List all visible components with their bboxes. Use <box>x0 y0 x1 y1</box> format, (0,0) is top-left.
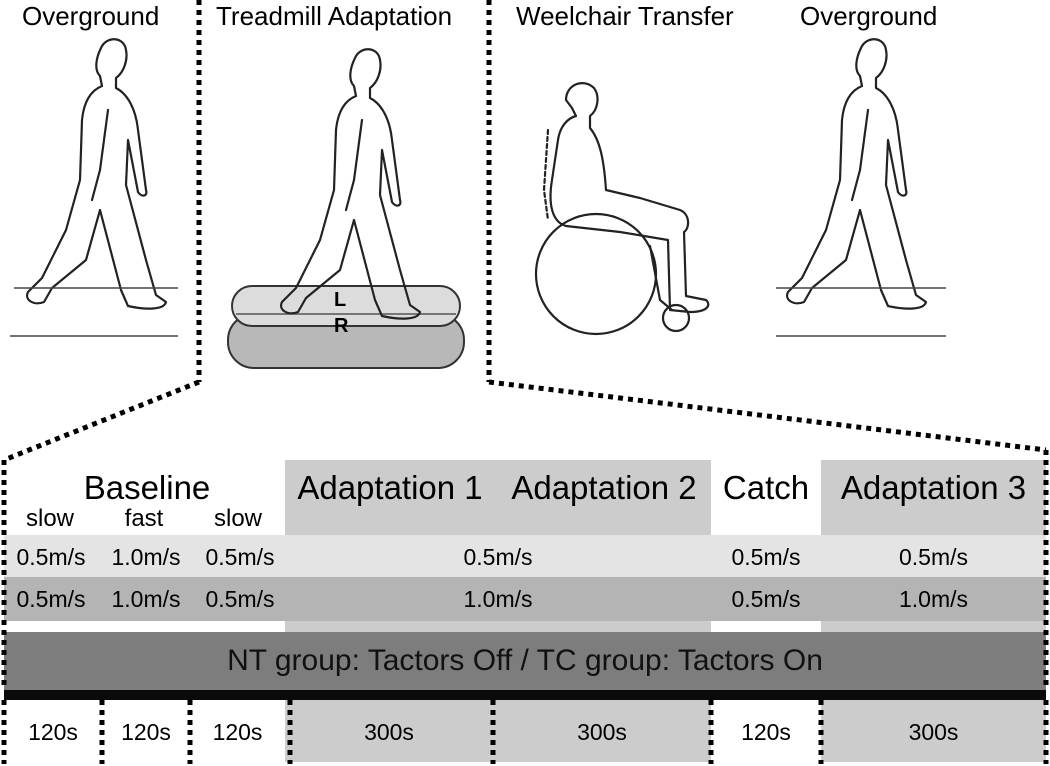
phase-adaptation-3: Adaptation 3 <box>840 469 1027 506</box>
speed-cell: 0.5m/s <box>205 585 275 612</box>
speed-cell: 0.5m/s <box>731 543 801 570</box>
panel-label-overground: Overground <box>800 1 938 31</box>
speed-cell: 1.0m/s <box>111 543 181 570</box>
duration-cell: 300s <box>364 718 414 745</box>
timeline-bar <box>4 690 1046 700</box>
phase-adaptation-2: Adaptation 2 <box>511 469 697 506</box>
baseline-sub-slow: slow <box>213 505 262 532</box>
duration-cell: 120s <box>741 718 791 745</box>
duration-cell: 120s <box>212 718 263 745</box>
duration-cell: 120s <box>121 718 171 745</box>
adaptation3-duration-background <box>821 700 1046 762</box>
speed-cell: 0.5m/s <box>463 543 533 570</box>
speed-cell: 0.5m/s <box>898 543 969 570</box>
panel-label-overground: Overground <box>22 1 160 31</box>
adaptation-duration-background <box>285 700 711 762</box>
speed-row-right-belt <box>4 577 1046 621</box>
right-belt-label: R <box>334 315 349 337</box>
person-in-wheelchair-icon <box>534 82 710 336</box>
duration-cell: 120s <box>28 718 78 745</box>
phase-baseline: Baseline <box>83 469 211 506</box>
speed-cell: 0.5m/s <box>731 585 801 612</box>
speed-cell: 0.5m/s <box>16 585 86 612</box>
panel-label-treadmill-adaptation: Treadmill Adaptation <box>216 1 453 31</box>
duration-cell: 300s <box>908 718 959 745</box>
zoom-outline <box>3 0 1047 463</box>
phase-adaptation-1: Adaptation 1 <box>297 469 483 506</box>
speed-cell: 0.5m/s <box>16 543 86 570</box>
speed-row-left-belt <box>4 535 1046 577</box>
panel-label-wheelchair-transfer: Weelchair Transfer <box>516 1 734 31</box>
speed-cell: 1.0m/s <box>111 585 181 612</box>
tactor-condition-band: NT group: Tactors Off / TC group: Tactor… <box>4 632 1046 690</box>
duration-cell: 300s <box>577 718 627 745</box>
baseline-sub-slow: slow <box>25 505 74 532</box>
baseline-sub-fast: fast <box>124 505 164 532</box>
left-belt-label: L <box>334 289 346 311</box>
phase-catch: Catch <box>722 469 810 506</box>
speed-cell: 1.0m/s <box>463 585 533 612</box>
speed-cell: 1.0m/s <box>898 585 969 612</box>
speed-cell: 0.5m/s <box>205 543 275 570</box>
illustration-layer: L R <box>3 0 1047 463</box>
